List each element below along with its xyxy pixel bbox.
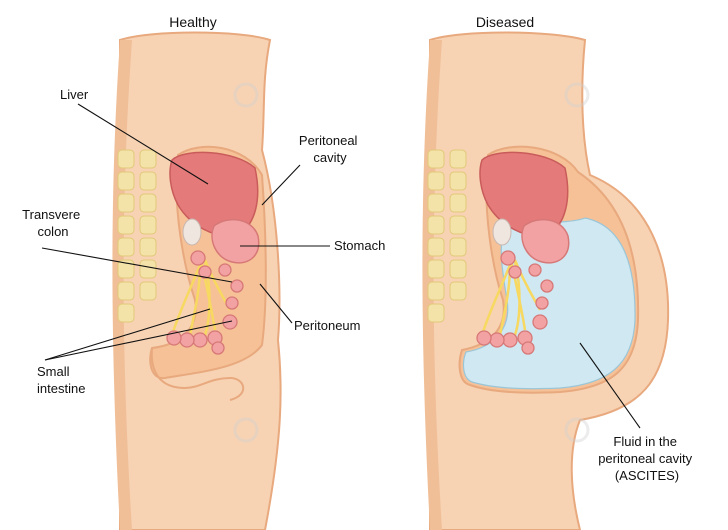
healthy-title: Healthy xyxy=(169,14,216,30)
transverse-colon-label: Transvere colon xyxy=(22,207,84,239)
diseased-colon xyxy=(500,250,554,310)
healthy-small-intestine xyxy=(166,314,238,355)
healthy-stomach xyxy=(211,218,260,264)
liver-leader xyxy=(77,103,209,185)
peritoneal-cavity-leader xyxy=(261,164,301,206)
watermark xyxy=(233,82,590,443)
small-intestine-label-line1: Small xyxy=(37,364,70,379)
fluid-label-line2: peritoneal cavity xyxy=(598,451,692,466)
small-intestine-leader-2 xyxy=(44,320,233,361)
diseased-title: Diseased xyxy=(476,14,534,30)
peritoneal-cavity-label-line2: cavity xyxy=(313,150,347,165)
healthy-spine xyxy=(117,149,157,323)
fluid-label-line1: Fluid in the xyxy=(613,434,677,449)
small-intestine-label: Small intestine xyxy=(37,364,85,396)
fluid-label: Fluid in the peritoneal cavity (ASCITES) xyxy=(598,434,696,483)
diseased-gallbladder xyxy=(492,218,512,246)
liver-label: Liver xyxy=(60,87,89,102)
peritoneal-cavity-label: Peritoneal cavity xyxy=(299,133,361,165)
small-intestine-label-line2: intestine xyxy=(37,381,85,396)
healthy-panel xyxy=(112,31,282,530)
diseased-panel xyxy=(422,31,670,530)
fluid-leader xyxy=(579,342,641,429)
diseased-small-intestine xyxy=(476,314,548,355)
diseased-stomach xyxy=(521,218,570,264)
fluid-label-line3: (ASCITES) xyxy=(615,468,679,483)
diseased-spine xyxy=(427,149,467,323)
healthy-colon xyxy=(190,250,244,310)
transverse-colon-leader xyxy=(41,247,233,283)
transverse-colon-label-line1: Transvere xyxy=(22,207,80,222)
peritoneum-label: Peritoneum xyxy=(294,318,360,333)
healthy-pelvis-curve xyxy=(150,347,245,401)
leader-lines xyxy=(41,103,641,429)
peritoneal-cavity-label-line1: Peritoneal xyxy=(299,133,358,148)
healthy-gallbladder xyxy=(182,218,202,246)
stomach-label: Stomach xyxy=(334,238,385,253)
transverse-colon-label-line2: colon xyxy=(37,224,68,239)
small-intestine-leader-1 xyxy=(44,308,211,361)
peritoneum-leader xyxy=(259,283,293,324)
